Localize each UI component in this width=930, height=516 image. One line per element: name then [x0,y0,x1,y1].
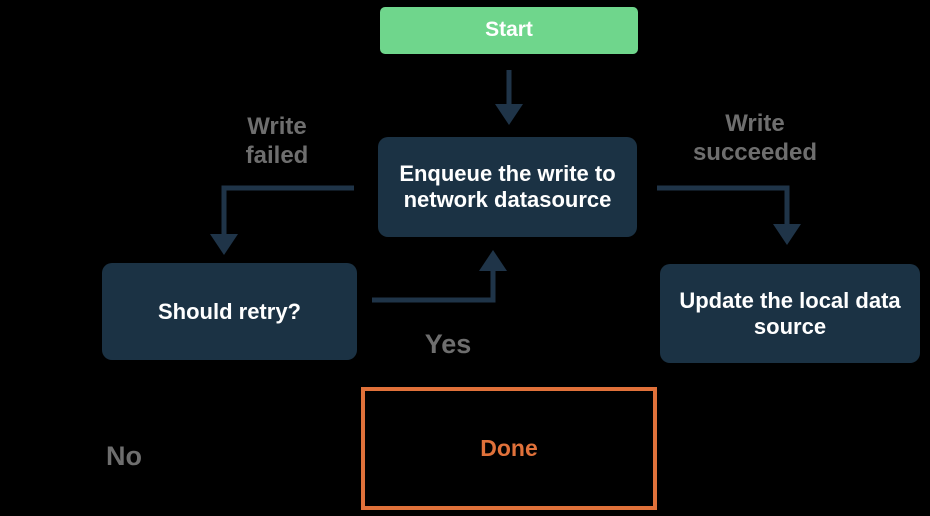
node-should-retry: Should retry? [102,263,357,360]
node-start: Start [380,7,638,54]
node-enqueue-write-label: Enqueue the write to network datasource [399,161,616,212]
arrow-line [372,269,496,303]
node-done: Done [361,387,657,510]
arrow-enqueue-to-retry [210,185,354,255]
edge-label-write-failed: Write failed [245,113,309,169]
node-update-local-source: Update the local data source [660,264,920,363]
node-should-retry-label: Should retry? [157,298,301,324]
arrowhead-down-icon [210,234,238,255]
arrow-start-to-enqueue [495,70,523,125]
arrowhead-down-icon [495,104,523,125]
arrowhead-up-icon [479,250,507,271]
arrow-retry-to-enqueue-yes [372,250,507,303]
edge-label-yes: Yes [424,329,472,359]
node-update-local-source-label: Update the local data source [679,287,901,339]
node-enqueue-write: Enqueue the write to network datasource [378,137,637,237]
arrowhead-down-icon [773,224,801,245]
node-start-label: Start [485,18,533,42]
edge-label-no: No [106,441,142,471]
edge-label-write-succeeded: Write succeeded [692,110,818,166]
arrow-enqueue-to-update [657,185,801,245]
arrow-line [657,185,790,226]
arrow-line [221,185,354,236]
node-done-label: Done [480,434,538,461]
